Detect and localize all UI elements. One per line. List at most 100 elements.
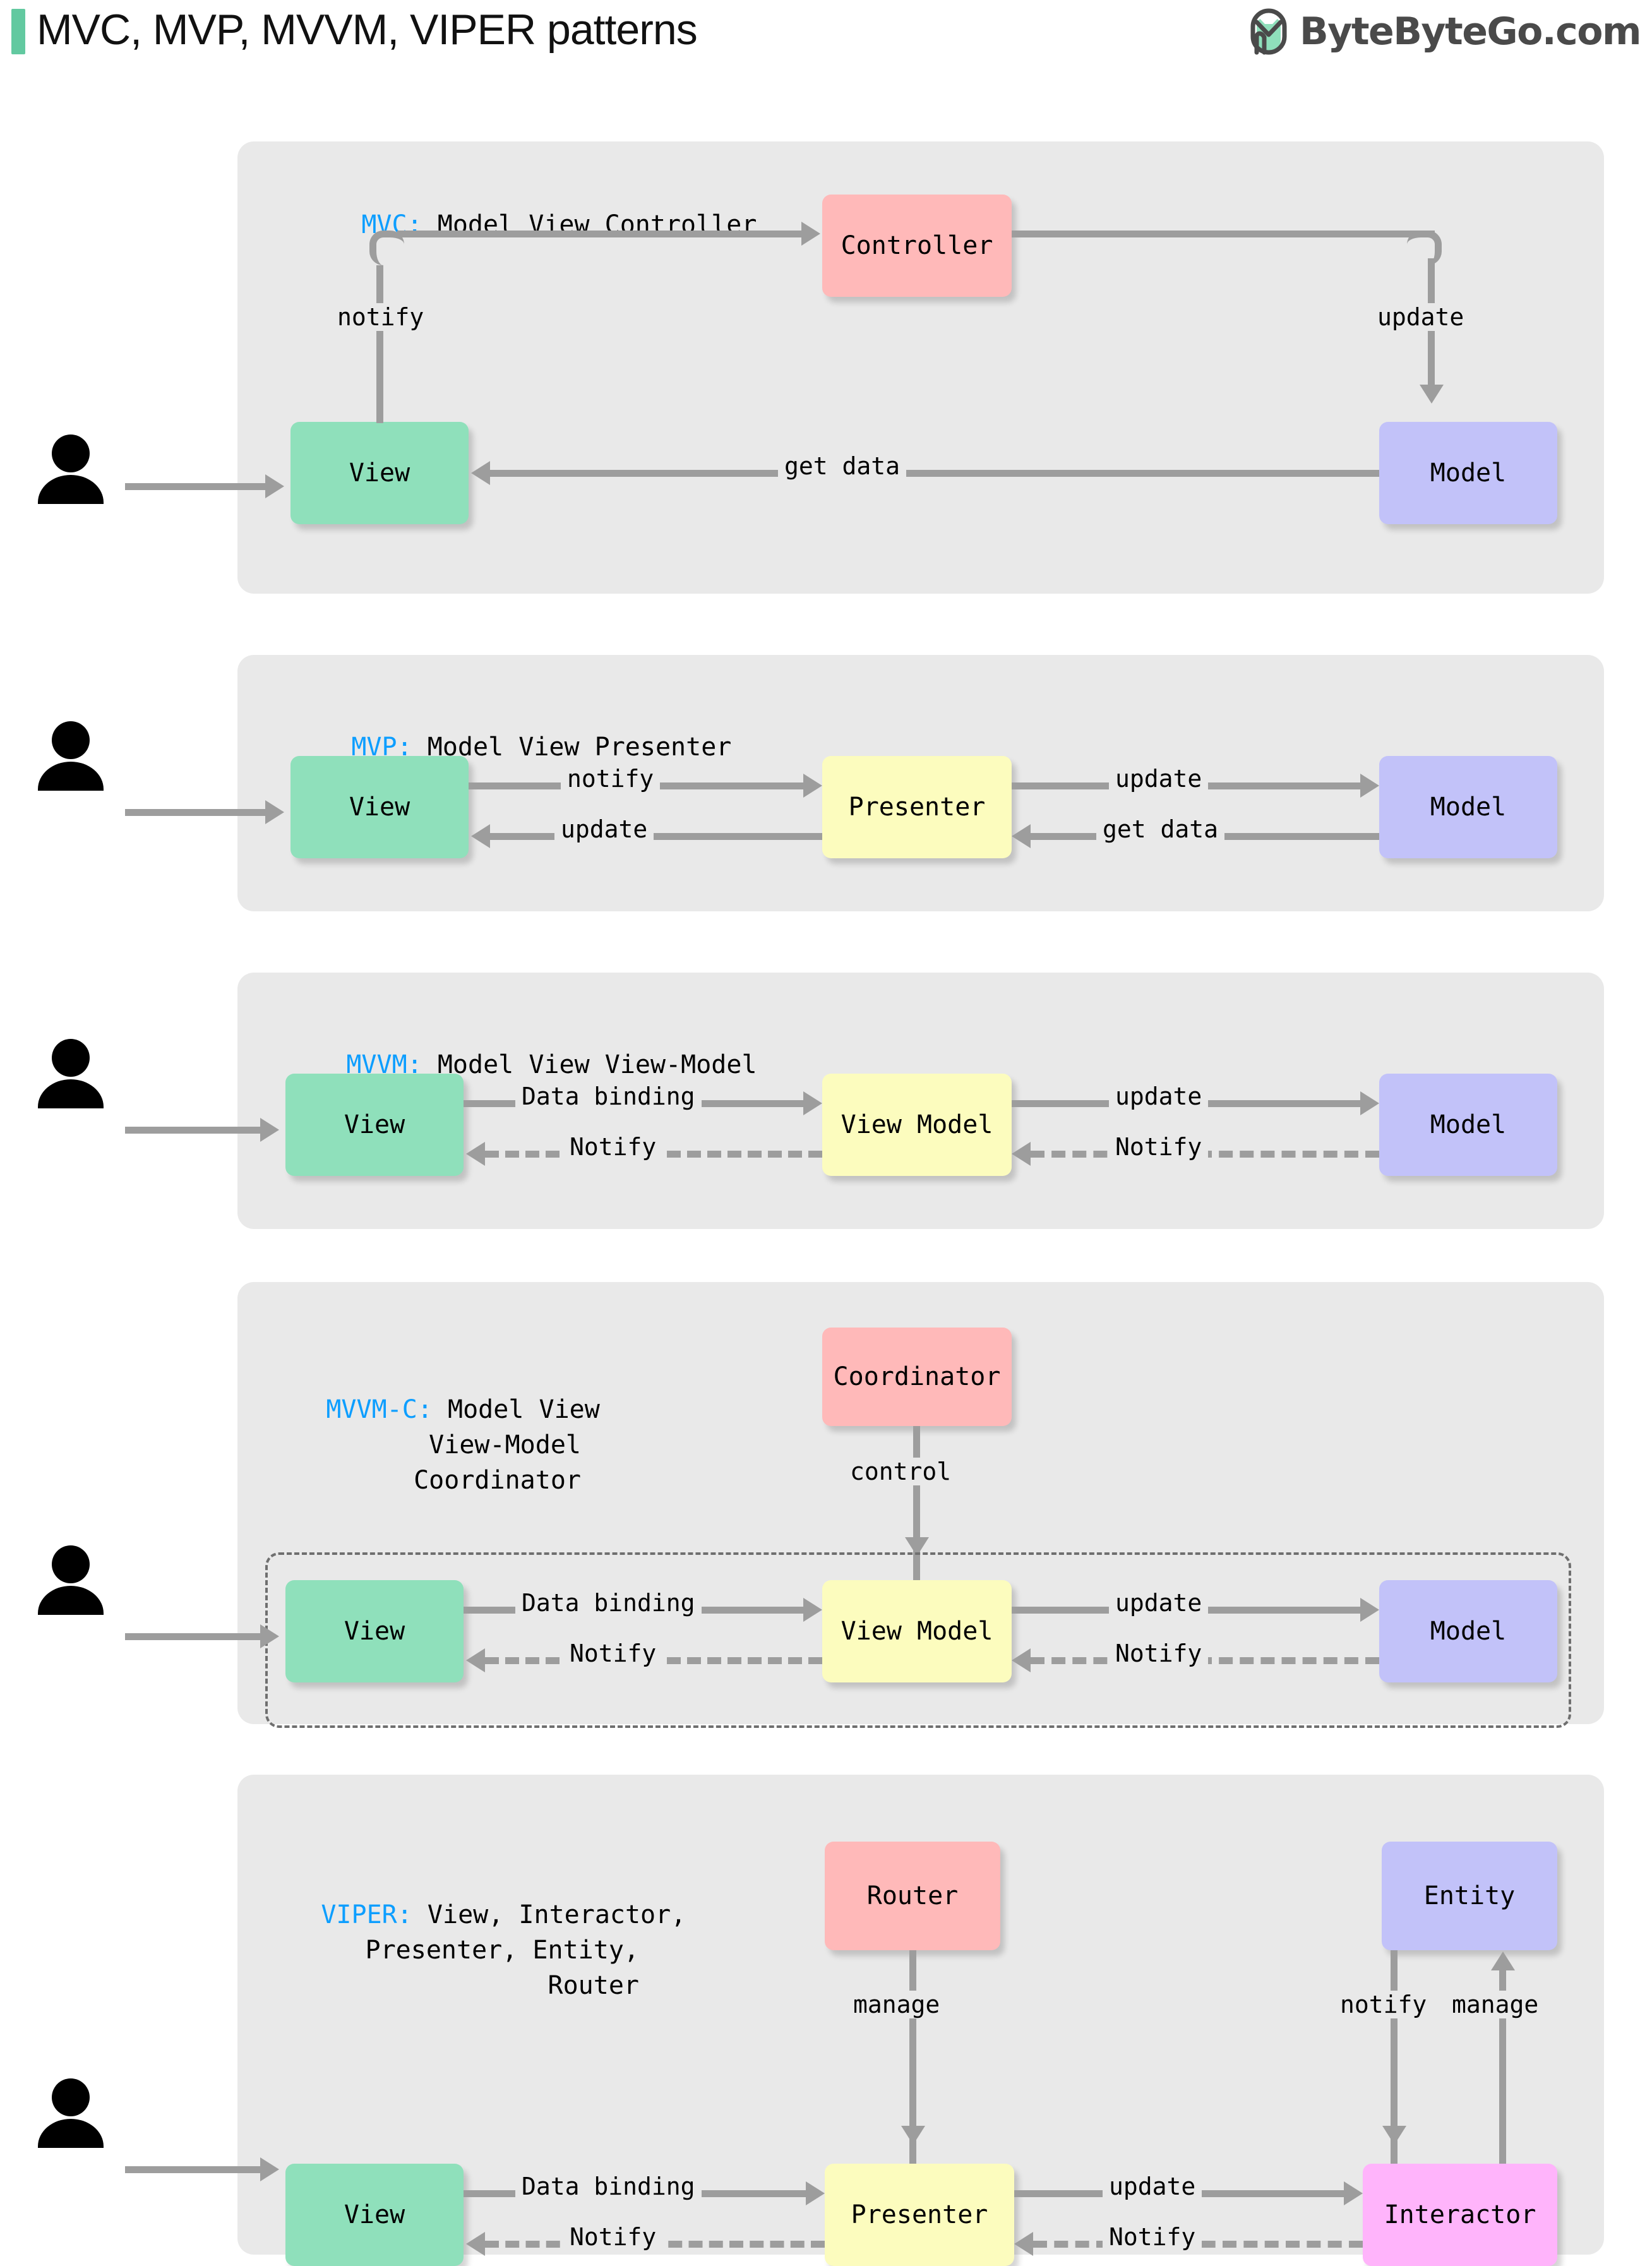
- node-coordinator[interactable]: Coordinator: [822, 1328, 1012, 1426]
- node-view-label: View: [344, 1617, 405, 1646]
- connector-manage-router-line: [909, 1950, 916, 2164]
- node-model-label: Model: [1430, 793, 1507, 822]
- label-notify: notify: [331, 303, 431, 331]
- node-view[interactable]: View: [290, 422, 469, 524]
- node-controller-label: Controller: [841, 231, 993, 260]
- connector-notify-right-arrowhead: [1014, 2232, 1033, 2256]
- connector-databinding-arrowhead: [803, 1091, 822, 1115]
- user-head: [52, 1039, 90, 1077]
- node-view-model[interactable]: View Model: [822, 1074, 1012, 1176]
- section-mvvmc-abbr: MVVM-C:: [326, 1395, 433, 1424]
- user-icon-mvvm: [38, 1039, 104, 1108]
- connector-user-to-view-mvvm: [125, 1127, 260, 1134]
- section-viper-title: VIPER: View, Interactor, Presenter, Enti…: [260, 1862, 686, 2039]
- section-viper-subtitle: View, Interactor, Presenter, Entity, Rou…: [365, 1900, 686, 2000]
- node-router[interactable]: Router: [825, 1842, 1000, 1950]
- node-model[interactable]: Model: [1379, 422, 1557, 524]
- connector-user-to-view-mvvmc: [125, 1633, 260, 1640]
- section-mvvmc-title: MVVM-C: Model View View-Model Coordinato…: [265, 1357, 599, 1533]
- connector-user-arrowhead-mvp: [265, 800, 284, 824]
- brand-logo: ByteByteGo.com: [1249, 8, 1642, 56]
- connector-update-arrowhead: [1360, 1598, 1379, 1622]
- connector-update-elbow: [1407, 231, 1442, 265]
- connector-notify-arrowhead: [803, 774, 822, 798]
- node-view-model[interactable]: View Model: [822, 1580, 1012, 1682]
- connector-manage-router-arrowhead: [901, 2126, 925, 2145]
- connector-update-arrowhead: [1344, 2181, 1363, 2205]
- node-model[interactable]: Model: [1379, 756, 1557, 858]
- connector-update-horizontal: [1012, 231, 1435, 237]
- node-model-label: Model: [1430, 1617, 1507, 1646]
- connector-user-arrowhead-viper: [260, 2157, 279, 2181]
- node-view[interactable]: View: [285, 1580, 464, 1682]
- brand-text: ByteByteGo.com: [1299, 9, 1642, 54]
- user-icon-mvc: [38, 435, 104, 504]
- label-update: update: [1371, 303, 1471, 331]
- user-head: [52, 1545, 90, 1583]
- connector-update-arrowhead: [1420, 385, 1444, 404]
- section-mvc: MVC: Model View Controller View Controll…: [237, 141, 1604, 594]
- node-router-label: Router: [866, 1881, 959, 1910]
- section-mvvmc-subtitle: Model View View-Model Coordinator: [414, 1395, 600, 1495]
- user-body: [38, 1079, 104, 1108]
- connector-notify-right-arrowhead: [1012, 1648, 1031, 1672]
- node-presenter[interactable]: Presenter: [822, 756, 1012, 858]
- connector-manage-entity-arrowhead: [1491, 1951, 1515, 1970]
- node-interactor[interactable]: Interactor: [1363, 2164, 1557, 2266]
- section-mvvm: MVVM: Model View View-Model View View Mo…: [237, 973, 1604, 1229]
- node-presenter-label: Presenter: [851, 2200, 988, 2229]
- user-head: [52, 2078, 90, 2116]
- section-mvvmc: MVVM-C: Model View View-Model Coordinato…: [237, 1282, 1604, 1728]
- connector-notify-entity-arrowhead: [1382, 2126, 1406, 2145]
- label-notify: notify: [561, 765, 661, 793]
- connector-notify-left-arrowhead: [466, 1648, 485, 1672]
- connector-databinding-arrowhead: [806, 2181, 825, 2205]
- node-model[interactable]: Model: [1379, 1580, 1557, 1682]
- connector-notify-left-arrowhead: [466, 1142, 485, 1166]
- user-head: [52, 435, 90, 472]
- connector-notify-vertical: [376, 265, 383, 423]
- label-notify-left: Notify: [563, 2223, 663, 2251]
- label-update: update: [1103, 2173, 1202, 2200]
- node-view-label: View: [349, 459, 410, 488]
- user-body: [38, 475, 104, 504]
- label-notify-left: Notify: [563, 1640, 663, 1667]
- node-presenter[interactable]: Presenter: [825, 2164, 1014, 2266]
- node-coordinator-label: Coordinator: [833, 1362, 1001, 1391]
- node-entity-label: Entity: [1423, 1881, 1516, 1910]
- connector-update-back-line: [490, 833, 822, 840]
- section-viper-abbr: VIPER:: [321, 1900, 412, 1929]
- user-body: [38, 762, 104, 791]
- label-manage-router: manage: [847, 1991, 947, 2018]
- node-view[interactable]: View: [290, 756, 469, 858]
- label-notify-right: Notify: [1103, 2223, 1202, 2251]
- node-controller[interactable]: Controller: [822, 195, 1012, 297]
- page-header: MVC, MVP, MVVM, VIPER patterns ByteByteG…: [0, 0, 1652, 69]
- node-model-label: Model: [1430, 1110, 1507, 1139]
- connector-control-line: [913, 1426, 920, 1583]
- connector-update-arrowhead: [1360, 774, 1379, 798]
- user-body: [38, 1586, 104, 1615]
- user-body: [38, 2119, 104, 2148]
- node-view-label: View: [344, 2200, 405, 2229]
- node-view[interactable]: View: [285, 1074, 464, 1176]
- label-manage-entity: manage: [1446, 1991, 1545, 2018]
- section-mvvm-subtitle: Model View View-Model: [422, 1050, 757, 1079]
- label-data-binding: Data binding: [515, 1082, 702, 1110]
- connector-update-back-arrowhead: [471, 824, 490, 848]
- connector-user-arrowhead-mvc: [265, 474, 284, 498]
- connector-manage-entity-line: [1499, 1970, 1506, 2164]
- section-mvp: MVP: Model View Presenter View Presenter…: [237, 655, 1604, 911]
- connector-getdata-arrowhead: [1012, 824, 1031, 848]
- label-data-binding: Data binding: [515, 2173, 702, 2200]
- user-icon-viper: [38, 2078, 104, 2148]
- connector-user-to-view-viper: [125, 2166, 260, 2173]
- section-viper: VIPER: View, Interactor, Presenter, Enti…: [237, 1775, 1604, 2266]
- node-view-model-label: View Model: [841, 1617, 993, 1646]
- connector-getdata-arrowhead: [471, 461, 490, 485]
- connector-databinding-arrowhead: [803, 1598, 822, 1622]
- node-view[interactable]: View: [285, 2164, 464, 2266]
- bytebytego-logo-icon: [1249, 8, 1288, 55]
- node-entity[interactable]: Entity: [1382, 1842, 1557, 1950]
- node-model[interactable]: Model: [1379, 1074, 1557, 1176]
